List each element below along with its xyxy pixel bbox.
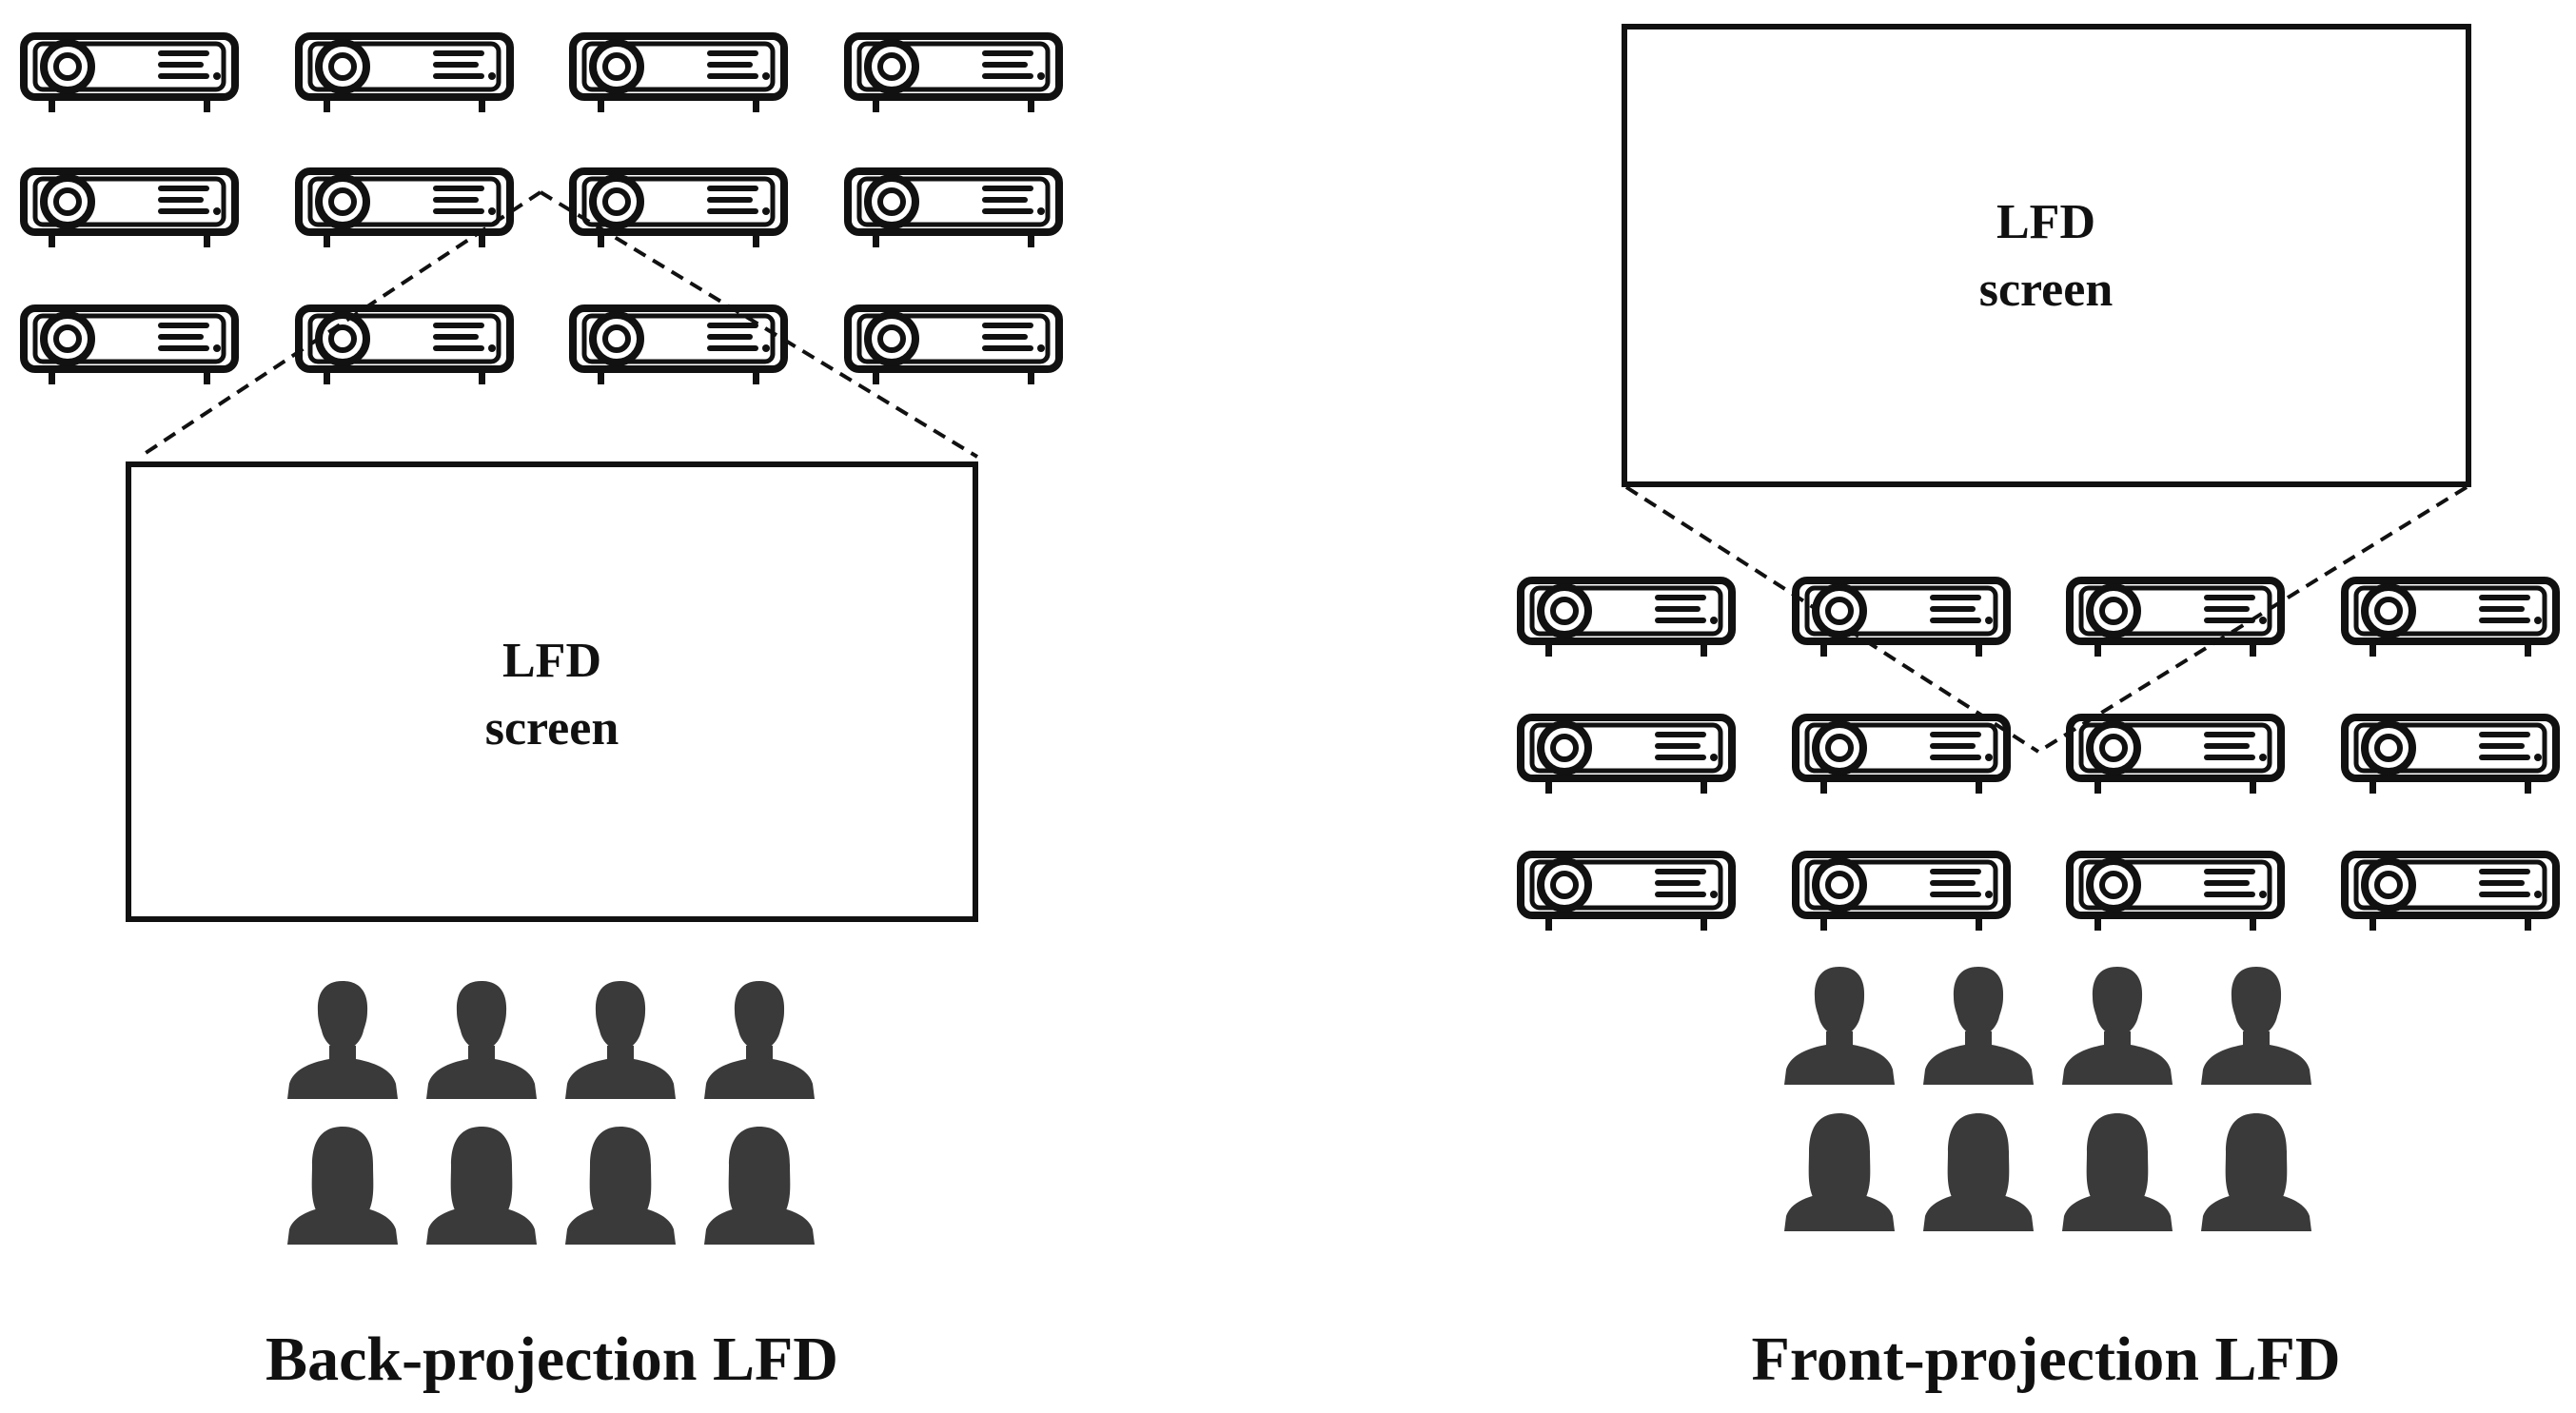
male-viewer-icon [1923,967,2034,1085]
female-viewer-icon [287,1127,398,1245]
projector-icon [24,36,235,112]
projector-icon [2345,580,2556,657]
projector-icon [1796,580,2007,657]
projector-icon [2345,854,2556,931]
male-viewer-icon [1784,967,1895,1085]
projector-icon [299,36,510,112]
back-screen-label-line1: LFD [502,634,601,688]
female-viewer-icon [1923,1113,2034,1231]
female-viewer-icon [2201,1113,2311,1231]
back-audience [287,981,815,1245]
projector-icon [1521,580,1732,657]
projector-icon [1796,717,2007,794]
back-screen-label-line2: screen [485,701,619,756]
female-viewer-icon [2062,1113,2173,1231]
projector-icon [24,171,235,247]
projector-icon [2070,854,2281,931]
male-viewer-icon [2062,967,2173,1085]
male-viewer-icon [565,981,676,1099]
female-viewer-icon [565,1127,676,1245]
male-viewer-icon [287,981,398,1099]
projector-icon [24,308,235,384]
back-projection-panel: LFD screen Back-projection LFD [24,36,1059,1394]
projector-icon [299,171,510,247]
projector-icon [573,36,784,112]
front-lfd-screen [1622,24,2471,487]
projector-icon [299,308,510,384]
female-viewer-icon [426,1127,537,1245]
male-viewer-icon [704,981,815,1099]
projector-icon [1521,854,1732,931]
front-projector-array [1521,580,2556,931]
back-projection-rays [138,190,979,459]
projector-icon [848,308,1059,384]
female-viewer-icon [1784,1113,1895,1231]
front-screen-label-line2: screen [1979,263,2114,317]
back-lfd-screen [126,461,978,922]
back-projection-caption: Back-projection LFD [265,1325,838,1394]
projector-icon [848,36,1059,112]
projector-icon [1796,854,2007,931]
projector-icon [2345,717,2556,794]
front-screen-label-line1: LFD [1996,195,2095,249]
projector-icon [1521,717,1732,794]
back-projector-array [24,36,1059,384]
projector-icon [573,171,784,247]
front-audience [1784,967,2311,1231]
front-projection-rays [1624,485,2468,754]
male-viewer-icon [426,981,537,1099]
female-viewer-icon [704,1127,815,1245]
projector-icon [2070,717,2281,794]
front-projection-caption: Front-projection LFD [1752,1325,2341,1394]
projector-icon [848,171,1059,247]
male-viewer-icon [2201,967,2311,1085]
front-projection-panel: LFD screen [1521,24,2556,1394]
projector-icon [2070,580,2281,657]
